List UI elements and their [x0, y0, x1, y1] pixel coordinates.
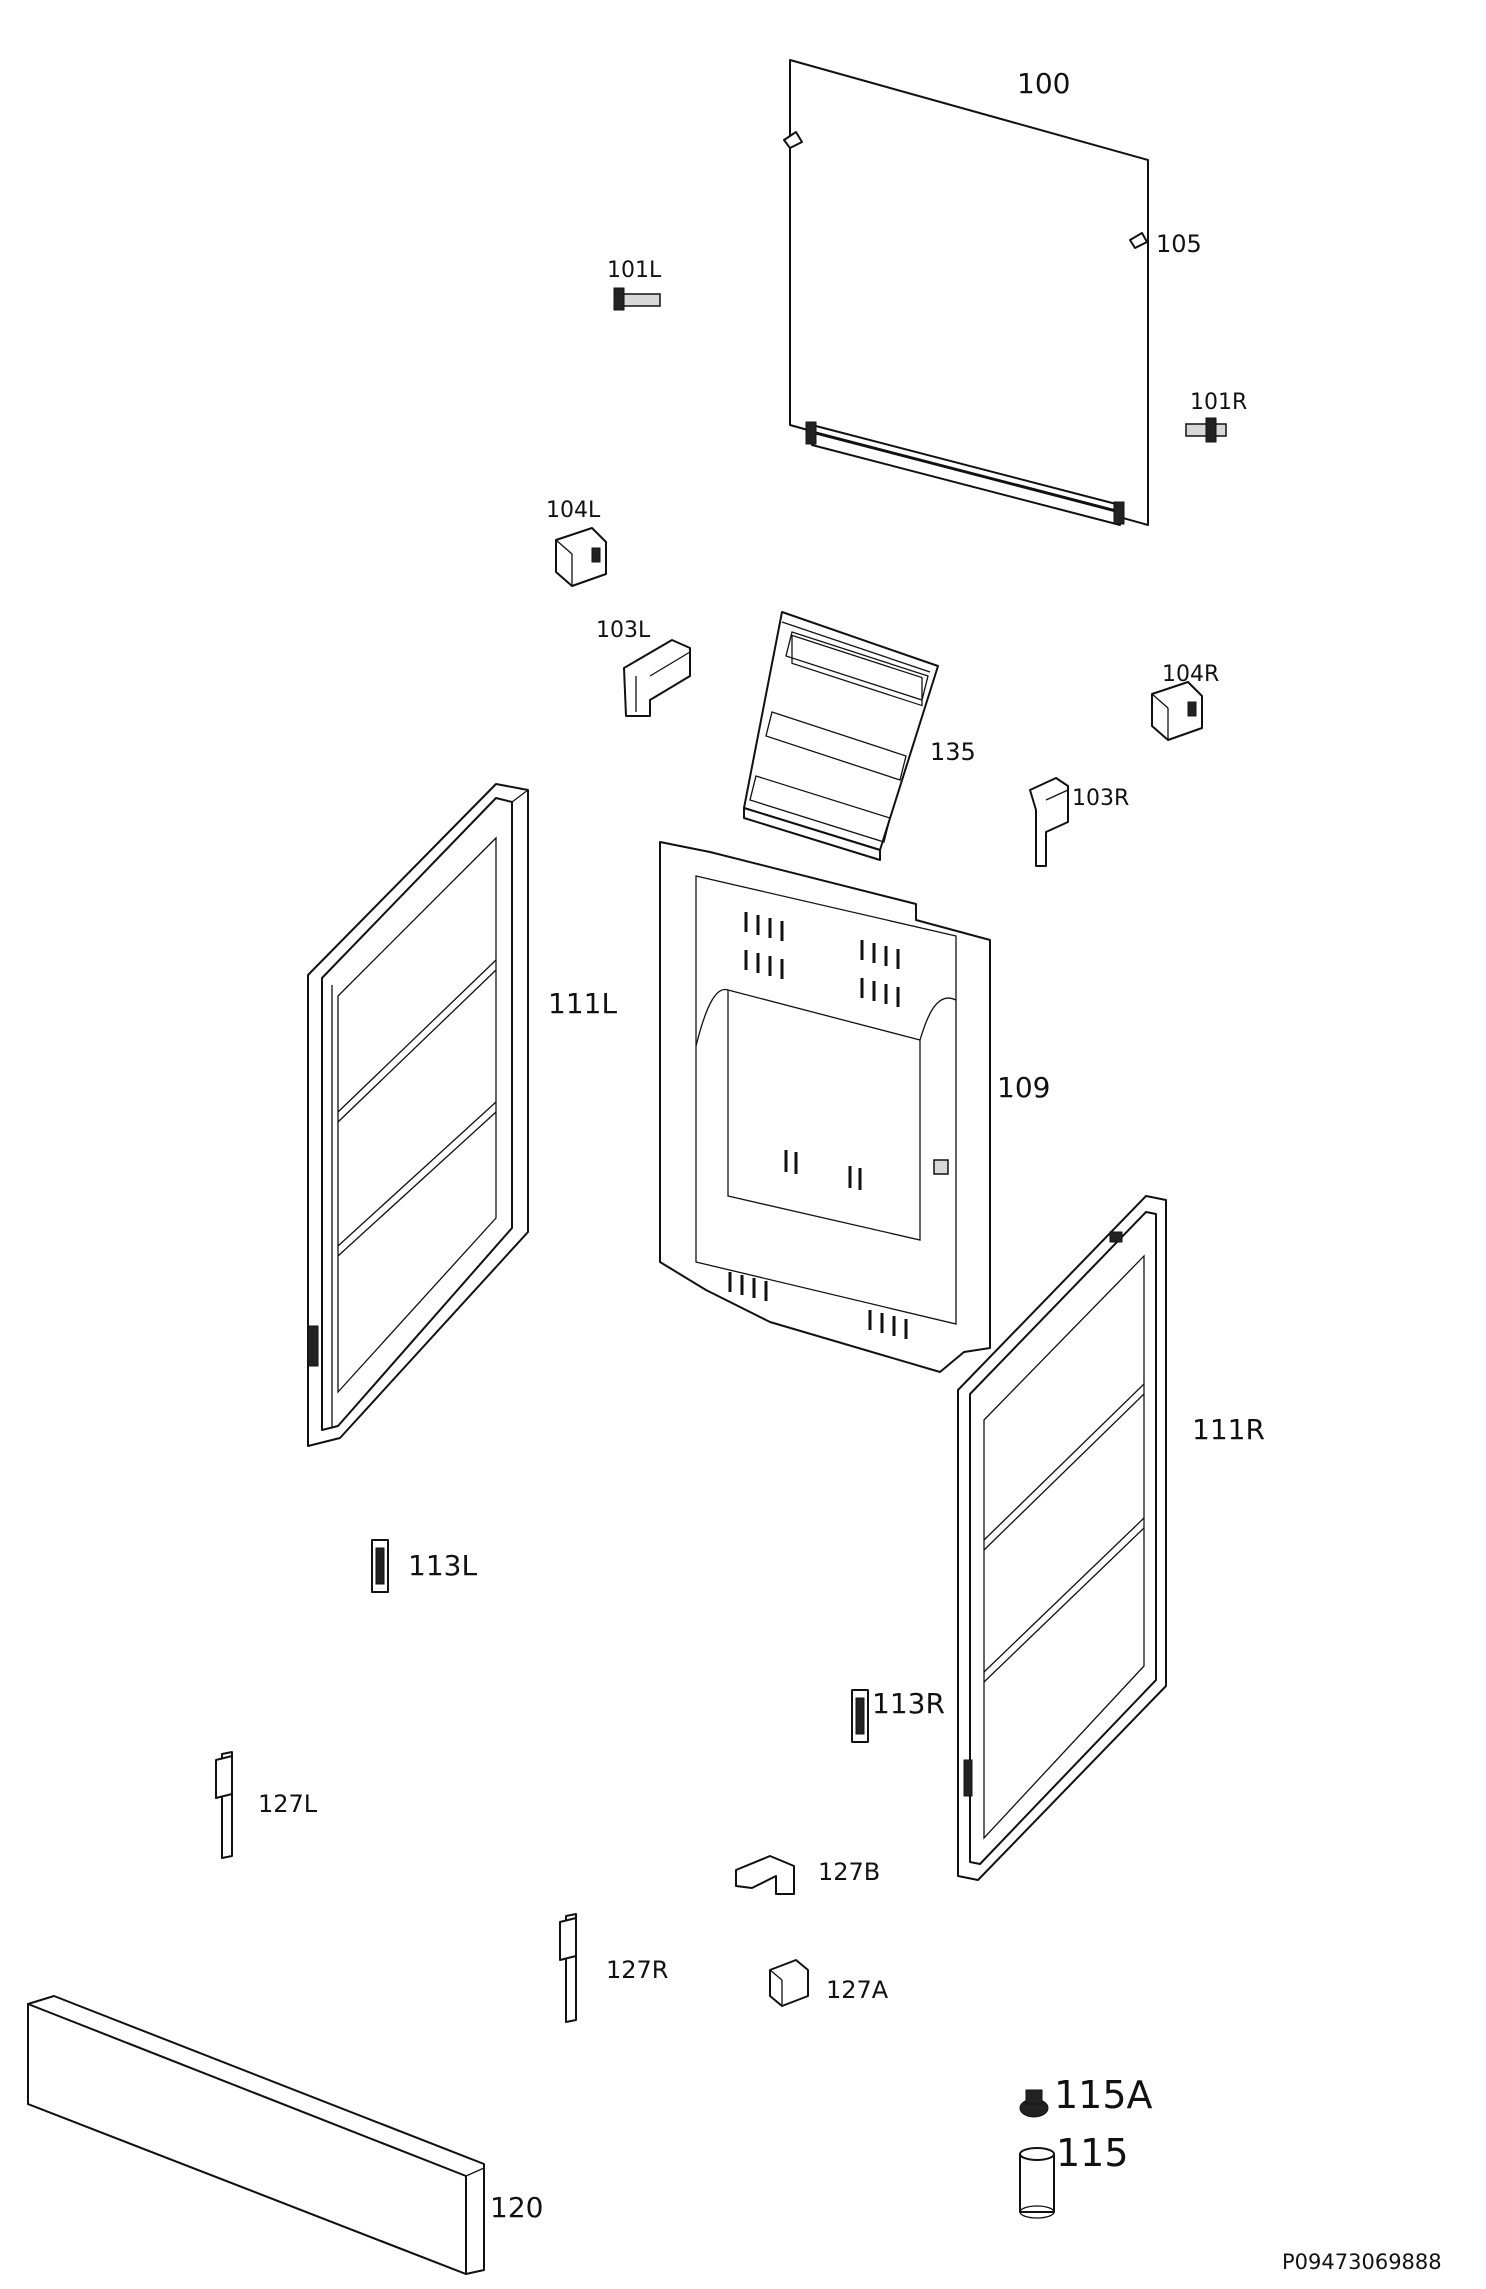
label-127L: 127L	[258, 1790, 318, 1818]
part-115A-foot	[1019, 2089, 1049, 2118]
part-101R-bolt	[1185, 417, 1227, 443]
label-111R: 111R	[1192, 1413, 1265, 1446]
part-120-plinth	[27, 1995, 485, 2275]
part-109-frame	[659, 841, 991, 1373]
label-103L: 103L	[596, 618, 651, 643]
part-104L-block	[555, 527, 607, 587]
label-127A: 127A	[826, 1976, 889, 2004]
part-111R-side-panel	[957, 1195, 1167, 1881]
part-127A-block	[769, 1959, 809, 2007]
part-101L-bolt	[613, 287, 661, 311]
label-101R: 101R	[1190, 390, 1248, 415]
label-127R: 127R	[606, 1956, 669, 1984]
frame-vent-slots	[728, 912, 908, 1339]
part-113R-latch	[851, 1689, 869, 1743]
part-135-slotted-bracket	[743, 611, 939, 861]
label-120: 120	[490, 2191, 544, 2224]
label-109: 109	[997, 1071, 1051, 1104]
label-111L: 111L	[548, 987, 618, 1020]
part-104R-block	[1151, 681, 1203, 741]
label-115: 115	[1056, 2131, 1129, 2175]
part-127B-bracket	[735, 1855, 795, 1895]
label-135: 135	[930, 738, 976, 766]
label-101L: 101L	[607, 258, 662, 283]
part-127L-strip	[215, 1751, 233, 1859]
label-104R: 104R	[1162, 662, 1220, 687]
part-100-back-panel	[783, 59, 1149, 526]
label-103R: 103R	[1072, 786, 1130, 811]
drawing-code: P09473069888	[1282, 2250, 1442, 2274]
part-103L-bracket	[623, 639, 691, 717]
label-100: 100	[1017, 67, 1071, 100]
label-127B: 127B	[818, 1858, 881, 1886]
label-115A: 115A	[1054, 2073, 1153, 2117]
label-113L: 113L	[408, 1549, 478, 1582]
label-105: 105	[1156, 230, 1202, 258]
label-113R: 113R	[872, 1687, 945, 1720]
part-113L-latch	[371, 1539, 389, 1593]
part-115-foot	[1019, 2147, 1055, 2219]
part-127R-strip	[559, 1913, 577, 2023]
part-111L-side-panel	[307, 783, 529, 1447]
part-103R-bracket	[1029, 777, 1069, 867]
label-104L: 104L	[546, 498, 601, 523]
